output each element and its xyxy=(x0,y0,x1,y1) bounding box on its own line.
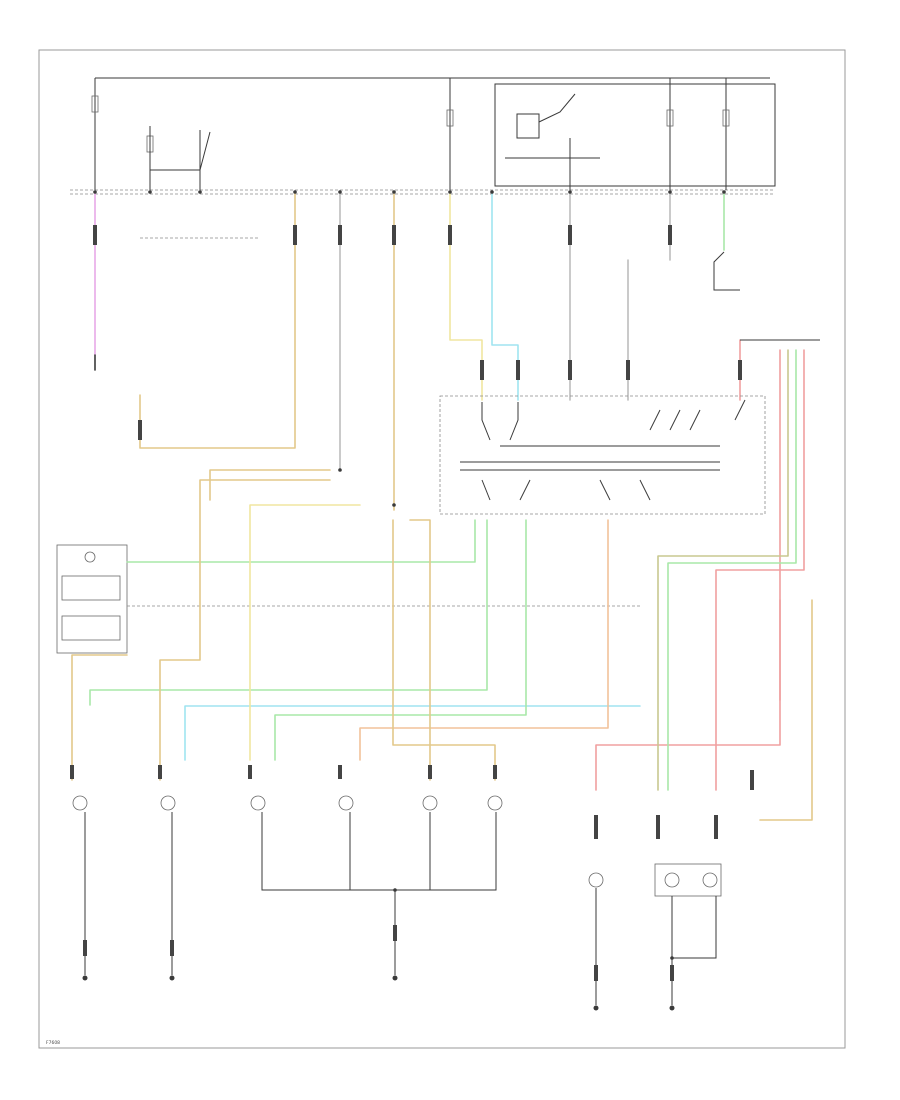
diagram-code: F7608 xyxy=(46,1040,60,1046)
multifunction-switch xyxy=(439,395,766,515)
lamp-icon xyxy=(588,872,604,888)
horizontal-wires xyxy=(71,469,641,781)
tail-lamp-assembly xyxy=(654,863,722,897)
lamp-icon xyxy=(338,795,354,811)
ground-icon xyxy=(169,975,175,981)
ground-icon xyxy=(392,975,398,981)
ground-icon xyxy=(593,1005,599,1011)
diagram-frame xyxy=(38,49,846,1049)
lamp-icon xyxy=(250,795,266,811)
fuse-icon xyxy=(91,95,99,113)
fuse-icon xyxy=(446,109,454,127)
lamp-row xyxy=(72,795,722,897)
ground-icons xyxy=(82,975,675,1011)
ground-wires xyxy=(84,812,717,1005)
fuse-icon xyxy=(666,109,674,127)
power-bus xyxy=(70,77,775,195)
ground-icon xyxy=(82,975,88,981)
lamp-icon xyxy=(487,795,503,811)
relay-box xyxy=(494,83,776,190)
fuse-group xyxy=(91,95,730,153)
lamp-icon xyxy=(664,872,680,888)
lamp-icon xyxy=(422,795,438,811)
ground-icon xyxy=(669,1005,675,1011)
lamp-icon xyxy=(702,872,718,888)
bus-drop-wires xyxy=(94,193,741,511)
lamp-icon xyxy=(72,795,88,811)
lamp-relay xyxy=(56,544,128,654)
relay-coil-icon xyxy=(516,113,540,139)
right-bundle xyxy=(595,339,820,821)
connector-dots xyxy=(93,190,726,960)
fuse-icon xyxy=(722,109,730,127)
inline-connectors xyxy=(70,225,754,981)
lamp-icon xyxy=(160,795,176,811)
stop-lamp-switch xyxy=(140,126,258,239)
